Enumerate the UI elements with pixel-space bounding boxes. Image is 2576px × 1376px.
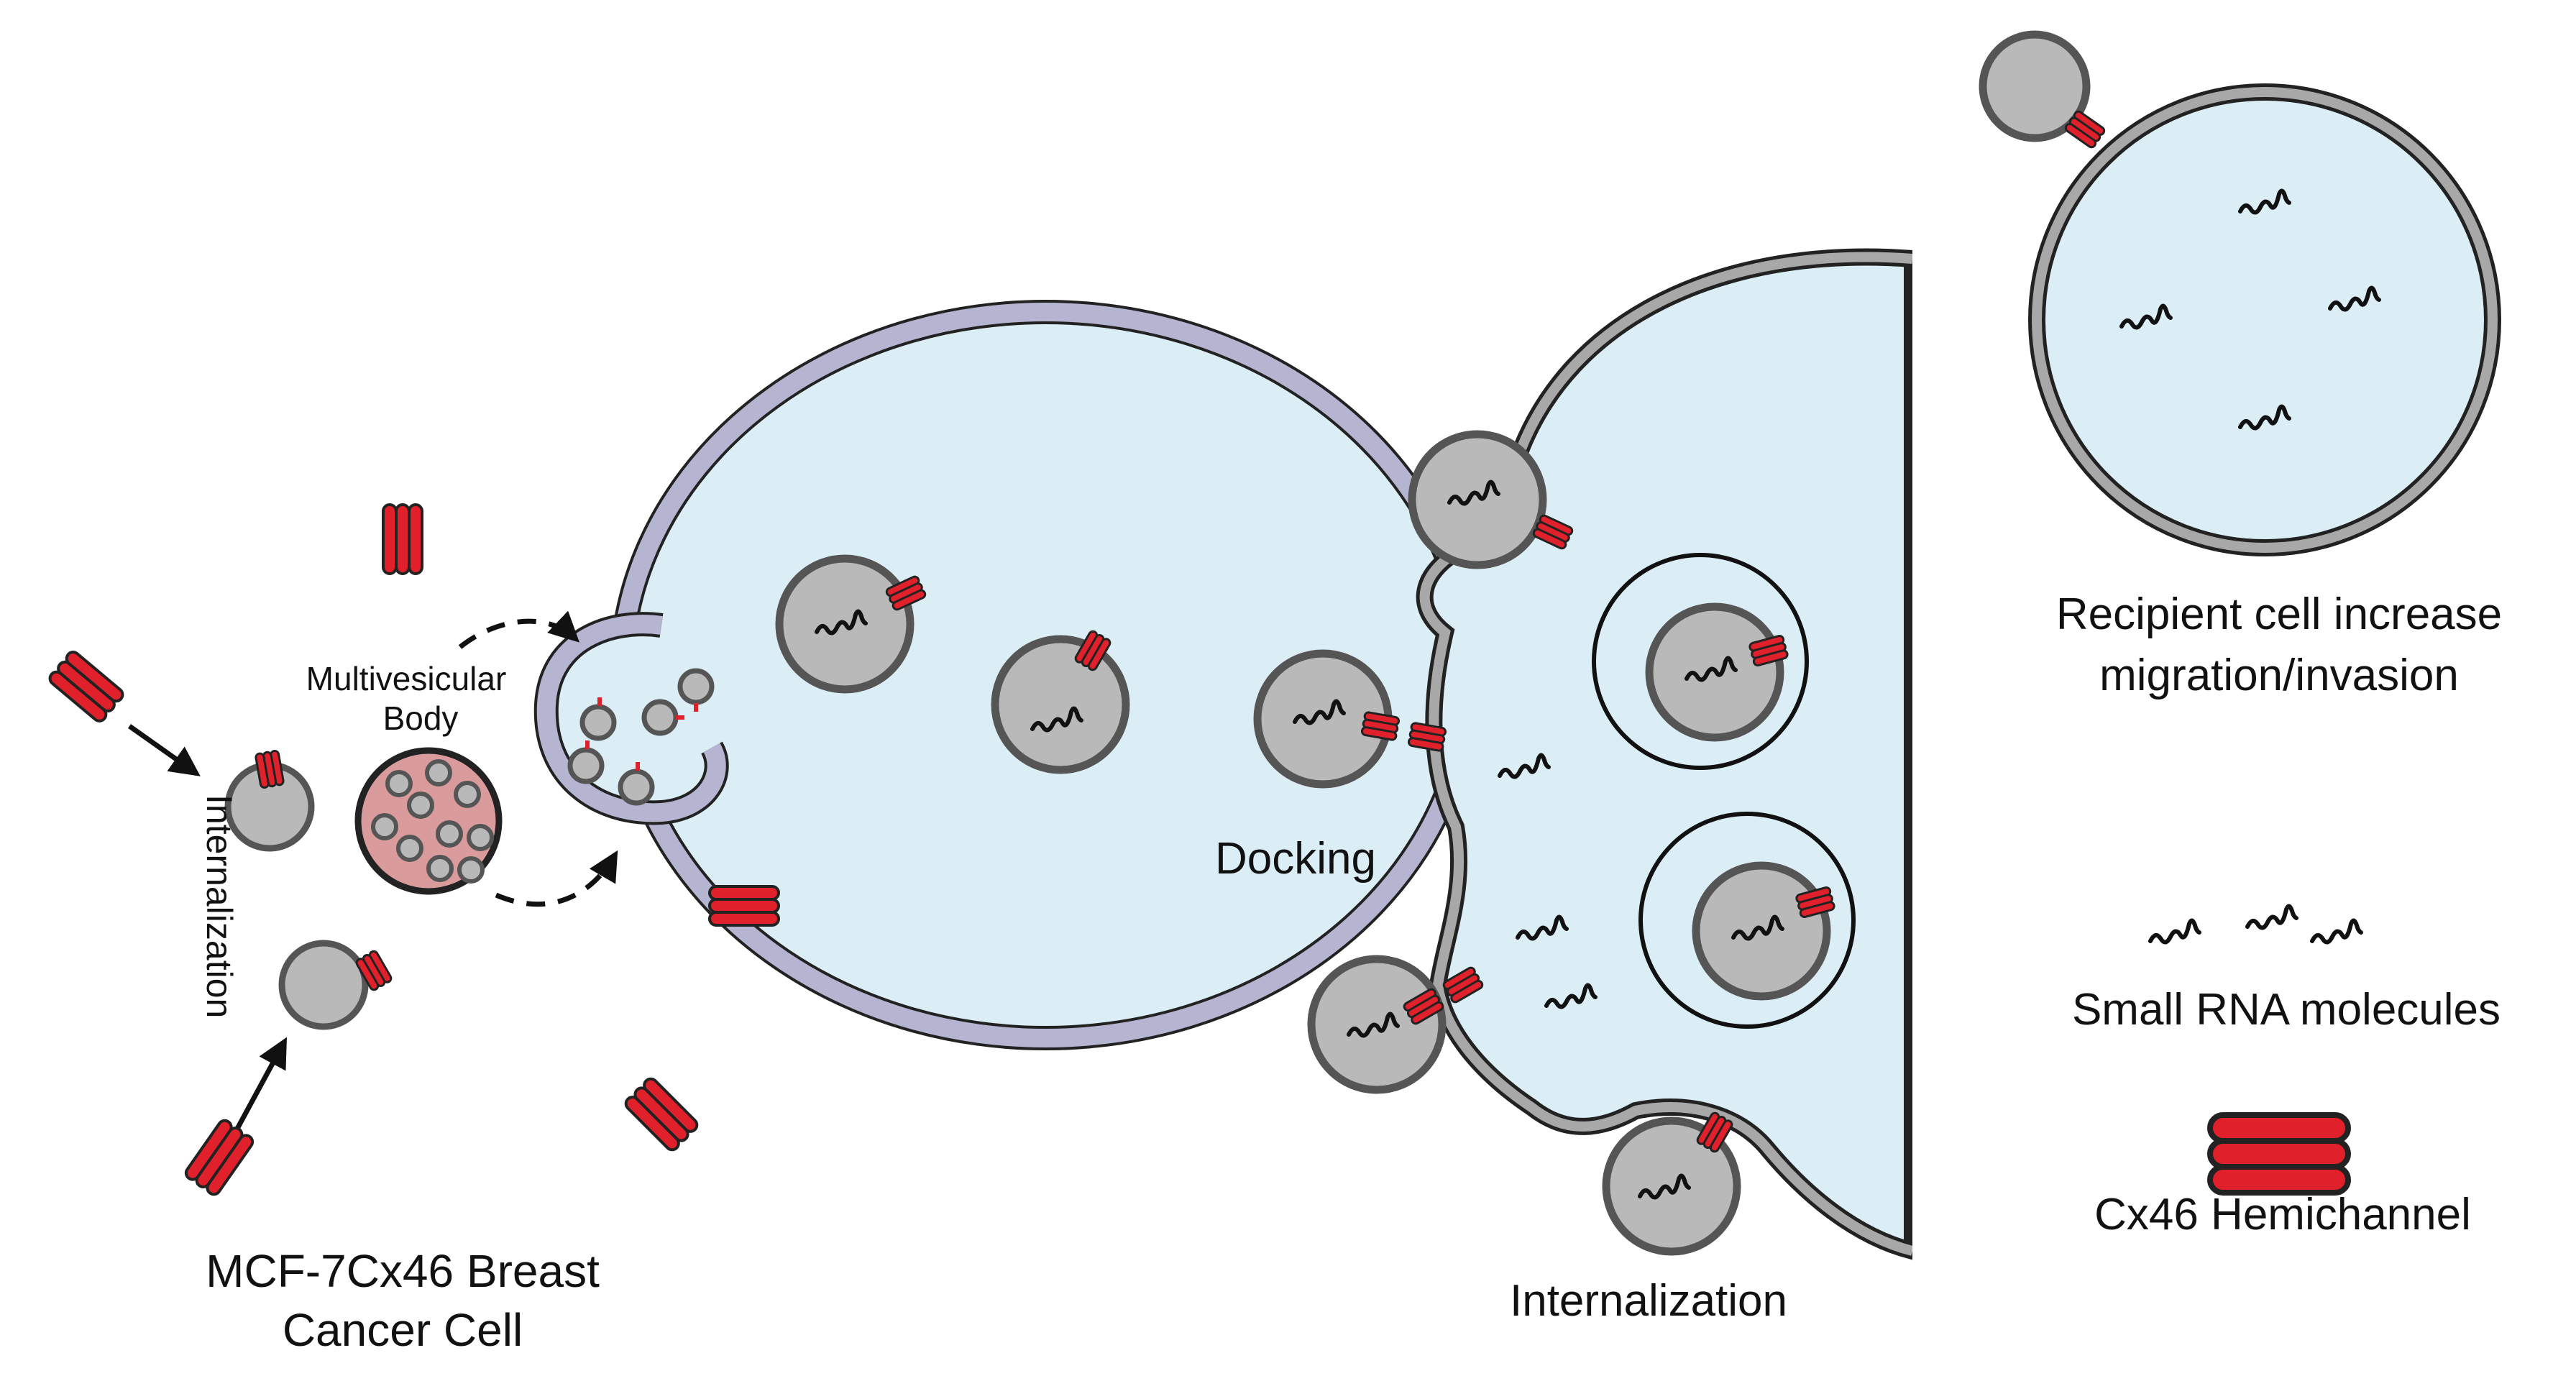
legend-hemichannel-label: Cx46 Hemichannel [2094,1190,2471,1239]
legend-rna-icon [2312,920,2361,942]
internalization-arrow-bottom [234,1037,288,1130]
label-mvb-line1: Multivesicular [306,660,507,697]
label-donor-line2: Cancer Cell [283,1304,523,1356]
legend-rna-icon [2150,920,2199,942]
label-docking: Docking [1215,834,1376,884]
internalization-arrow-top [127,724,201,776]
label-recipient-line1: Recipient cell increase [2056,590,2502,639]
dashed-arrow-top [458,610,580,649]
legend-hemichannel-icon [2210,1115,2348,1193]
multivesicular-body [354,747,503,895]
label-mvb-line2: Body [383,700,459,737]
label-internalization-left: Internalization [199,794,239,1018]
label-internalization-right: Internalization [1510,1276,1787,1326]
dashed-arrow-bottom [495,850,618,907]
free-exosomes [775,554,1130,774]
donor-internal-vesicles [224,749,394,1030]
label-donor-line1: MCF-7Cx46 Breast [206,1245,600,1297]
recipient-endosomes [1592,553,1856,1029]
pocket-vesicles [567,668,715,806]
legend: Small RNA molecules Cx46 Hemichannel [2072,906,2501,1239]
legend-rna-icon [2247,906,2296,927]
legend-rna-label: Small RNA molecules [2072,985,2501,1035]
outcome-cell [1979,30,2501,556]
label-recipient-line2: migration/invasion [2099,651,2459,700]
recipient-exosomes [1253,430,1741,1256]
